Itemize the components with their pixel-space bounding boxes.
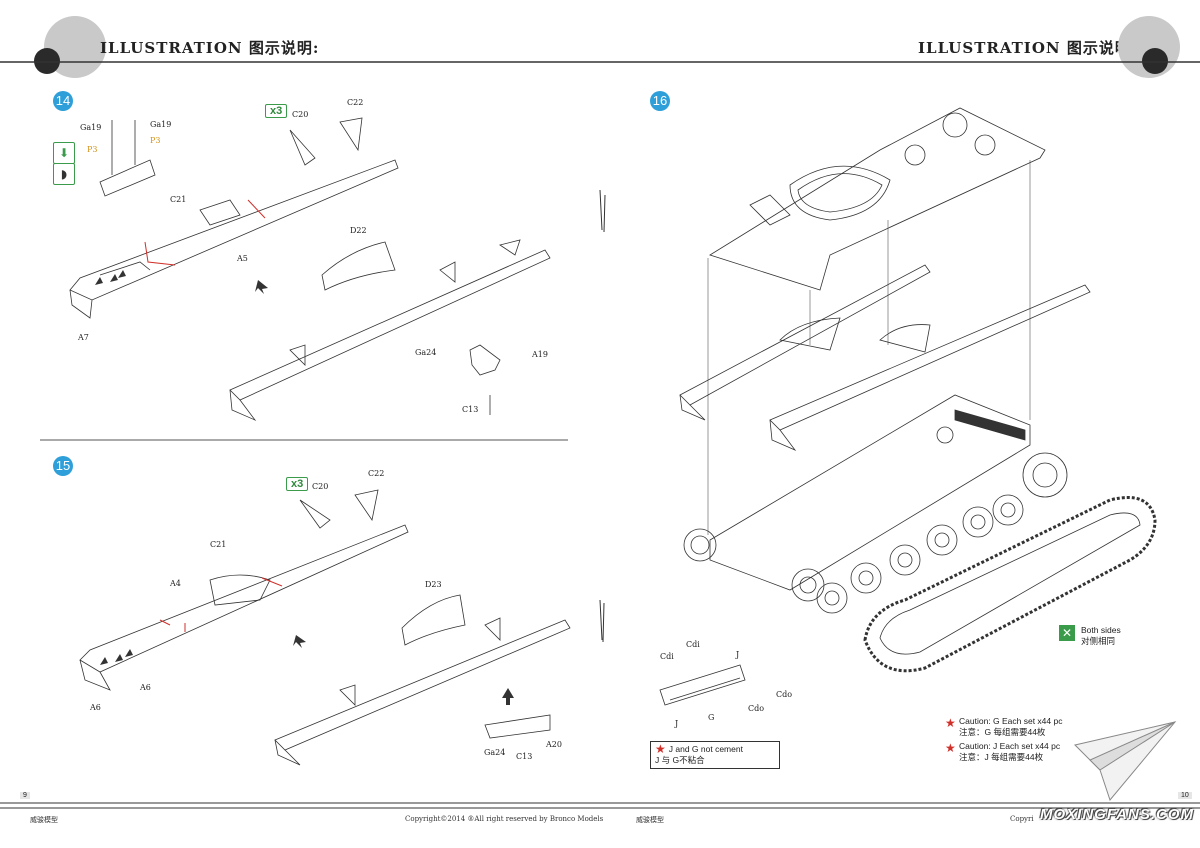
label-cdi-a: Cdi: [686, 640, 700, 649]
label-cdi-b: Cdi: [660, 652, 674, 661]
page-number-left: 9: [20, 792, 30, 799]
footer-brand-right: 威骏模型: [636, 816, 664, 824]
label-a4: A4: [170, 579, 181, 588]
label-a6-a: A6: [140, 683, 151, 692]
footer-brand-left: 威骏模型: [30, 816, 58, 824]
caution-j-en: Caution: J Each set x44 pc: [959, 741, 1061, 751]
label-d23: D23: [425, 580, 442, 589]
label-c20: C20: [312, 482, 329, 491]
label-c13: C13: [516, 752, 533, 761]
label-cdo-b: Cdo: [748, 704, 765, 713]
caution-j: Caution: J Each set x44 pc 注意：J 每组需要44枚: [959, 741, 1060, 763]
page-number-right: 10: [1178, 792, 1192, 799]
label-p3-b: P3: [150, 136, 161, 145]
label-j2: J: [675, 719, 679, 728]
page-title-left: ILLUSTRATION 图示说明:: [100, 39, 320, 57]
label-a7: A7: [78, 333, 89, 342]
label-ga19-a: Ga19: [80, 123, 102, 132]
label-c20: C20: [292, 110, 309, 119]
star-icon: ★: [945, 741, 956, 755]
footer-copyright-right: Copyri: [1010, 815, 1034, 823]
cement-warning-box: ★ J and G not cement J 与 G不粘合: [650, 741, 780, 769]
watermark-text: MOXINGFANS.COM: [1040, 806, 1195, 823]
label-d22: D22: [350, 226, 367, 235]
star-icon: ★: [655, 742, 666, 756]
both-sides-note: Both sides 对侧相同: [1081, 625, 1121, 647]
both-sides-icon: ✕: [1059, 625, 1075, 641]
header-decor-dot-right: [1142, 48, 1168, 74]
both-sides-en: Both sides: [1081, 625, 1121, 635]
footer-copyright: Copyright©2014 ®All right reserved by Br…: [405, 815, 604, 823]
label-a6-b: A6: [90, 703, 101, 712]
header-decor-dot-left: [34, 48, 60, 74]
label-p3-a: P3: [87, 145, 98, 154]
label-c22: C22: [368, 469, 385, 478]
step-14-badge: 14: [53, 91, 73, 111]
label-g: G: [708, 713, 715, 722]
label-a20: A20: [546, 740, 562, 749]
cement-warning-cn: J 与 G不粘合: [655, 755, 705, 765]
caution-g-en: Caution: G Each set x44 pc: [959, 716, 1063, 726]
page-title-right: ILLUSTRATION 图示说明:: [918, 39, 1138, 57]
label-a19: A19: [532, 350, 548, 359]
paint-brush-icon: ◗: [53, 163, 75, 185]
caution-j-cn: 注意：J 每组需要44枚: [959, 752, 1044, 762]
step-14-multiplier: x3: [265, 104, 288, 118]
label-ga24: Ga24: [415, 348, 437, 357]
both-sides-cn: 对侧相同: [1081, 636, 1116, 646]
step-15-multiplier: x3: [286, 477, 309, 491]
label-c13: C13: [462, 405, 479, 414]
label-ga19-b: Ga19: [150, 120, 172, 129]
label-ga24: Ga24: [484, 748, 506, 757]
caution-g: Caution: G Each set x44 pc 注意：G 每组需要44枚: [959, 716, 1062, 738]
star-icon: ★: [945, 716, 956, 730]
label-c22: C22: [347, 98, 364, 107]
step-16-badge: 16: [650, 91, 670, 111]
label-c21: C21: [170, 195, 187, 204]
caution-g-cn: 注意：G 每组需要44枚: [959, 727, 1046, 737]
step-15-badge: 15: [53, 456, 73, 476]
label-cdo-a: Cdo: [776, 690, 793, 699]
label-j: J: [736, 650, 740, 659]
label-a5: A5: [237, 254, 248, 263]
cement-warning-en: J and G not cement: [668, 744, 743, 754]
label-c21: C21: [210, 540, 227, 549]
